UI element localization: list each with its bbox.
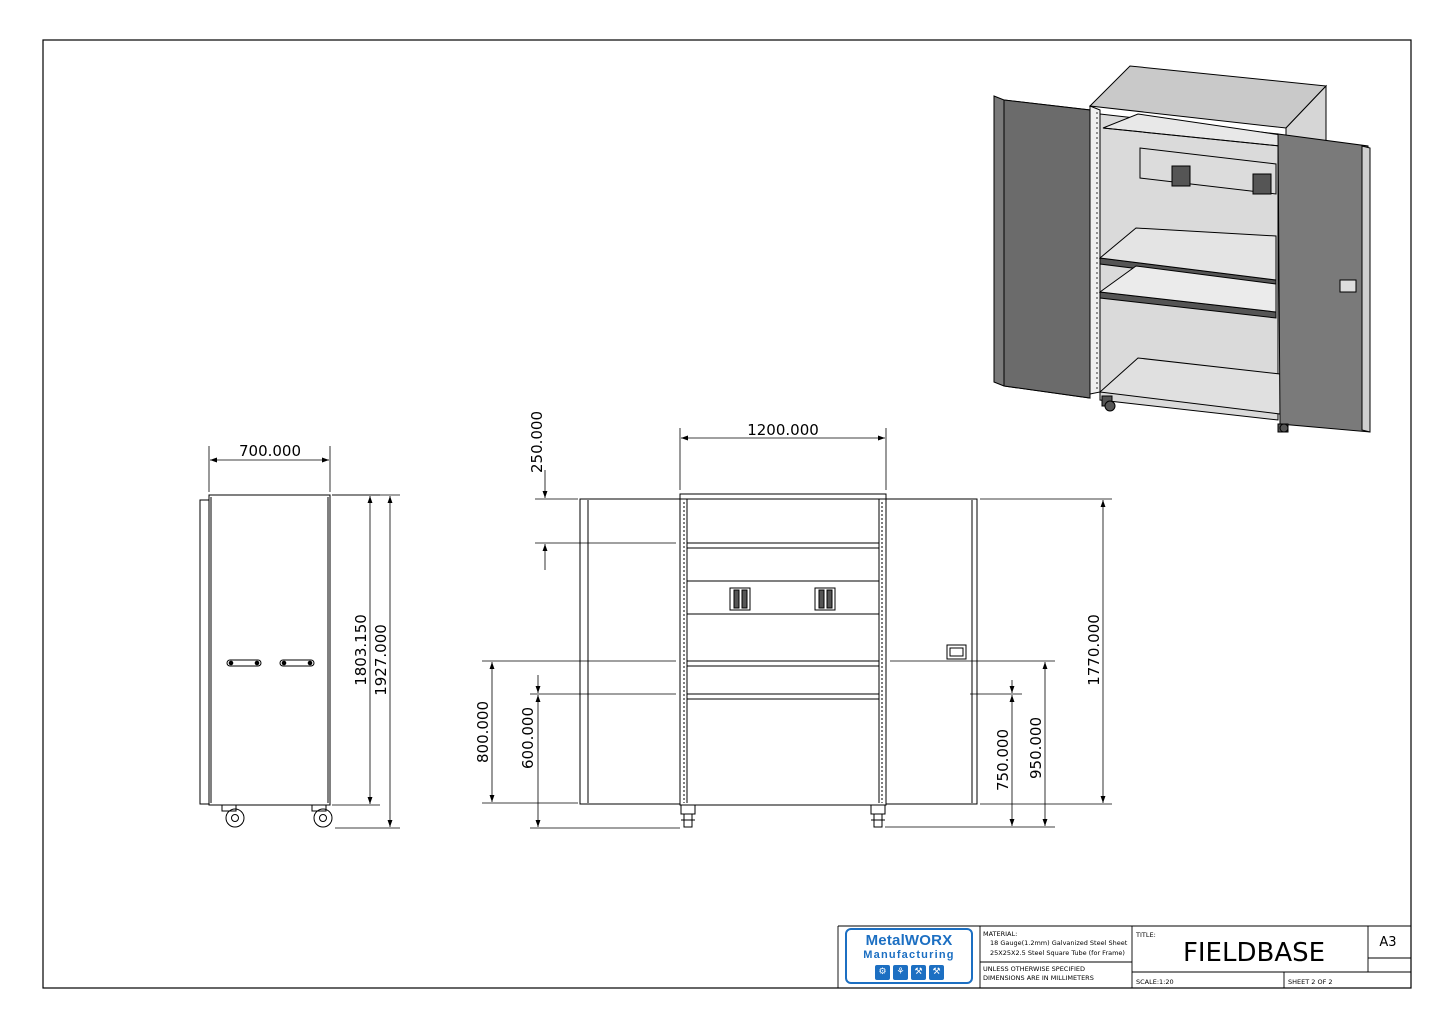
- isometric-view: [993, 65, 1371, 433]
- iso-latch: [1339, 279, 1357, 293]
- dim-door-height: 1770.000: [1085, 614, 1103, 686]
- front-dimensions: [482, 428, 1112, 829]
- company-logo: MetalWORX Manufacturing ⚙ ⚘ ⚒ ⚒: [845, 928, 973, 984]
- hinge-left: [729, 587, 751, 611]
- caster-left: [221, 804, 245, 828]
- sheet-size: A3: [1379, 935, 1396, 950]
- dim-front-width: 1200.000: [747, 421, 819, 439]
- dim-top-shelf-offset: 250.000: [528, 411, 546, 473]
- top-shelf: [686, 542, 880, 549]
- dim-door-handle-height: 750.000: [994, 729, 1012, 791]
- note-line-1: UNLESS OTHERWISE SPECIFIED: [983, 965, 1085, 973]
- side-dimensions: [208, 446, 400, 829]
- front-view: [579, 493, 978, 828]
- dim-side-total-height: 1927.000: [372, 624, 390, 696]
- dim-side-body-height: 1803.150: [352, 614, 370, 686]
- tools-icon: ⚒: [929, 965, 944, 980]
- grinding-icon: ⚒: [911, 965, 926, 980]
- title-block: [837, 925, 1411, 988]
- iso-casters: [1101, 395, 1289, 433]
- note-line-2: DIMENSIONS ARE IN MILLIMETERS: [983, 974, 1094, 982]
- front-caster-right: [870, 804, 886, 828]
- scale-label: SCALE:1:20: [1136, 978, 1174, 986]
- drawing-title: FIELDBASE: [1183, 938, 1325, 968]
- iso-rail: [1139, 147, 1277, 195]
- dim-shelf-b: 600.000: [519, 707, 537, 769]
- side-handle-right: [279, 659, 315, 667]
- worker-icon: ⚘: [893, 965, 908, 980]
- hinge-right: [814, 587, 836, 611]
- welding-icon: ⚙: [875, 965, 890, 980]
- side-handle-left: [226, 659, 262, 667]
- material-label: MATERIAL:: [983, 930, 1017, 938]
- dim-handle-height: 950.000: [1027, 717, 1045, 779]
- iso-shelf-2-top: [1098, 265, 1277, 313]
- logo-line-1: MetalWORX: [865, 932, 953, 949]
- sheet-number: SHEET 2 OF 2: [1288, 978, 1333, 986]
- logo-line-2: Manufacturing: [863, 949, 955, 961]
- iso-hinge-left: [1171, 165, 1191, 187]
- logo-icon-row: ⚙ ⚘ ⚒ ⚒: [875, 965, 944, 980]
- front-caster-left: [680, 804, 696, 828]
- dim-side-width: 700.000: [239, 442, 301, 460]
- middle-shelf: [686, 660, 880, 667]
- sheet-border: [42, 39, 1412, 989]
- iso-shelf-1-top: [1098, 227, 1277, 281]
- dim-shelf-a: 800.000: [474, 701, 492, 763]
- iso-inner-left: [1089, 105, 1101, 395]
- title-label: TITLE:: [1135, 931, 1156, 939]
- side-view: [199, 494, 333, 828]
- rail: [686, 580, 880, 615]
- left-door: [579, 498, 681, 805]
- lower-shelf: [686, 693, 880, 700]
- material-line-2: 25X25X2.5 Steel Square Tube (for Frame): [990, 949, 1125, 957]
- material-line-1: 18 Gauge(1.2mm) Galvanized Steel Sheet: [990, 939, 1128, 947]
- caster-right: [311, 804, 333, 828]
- iso-hinge-right: [1252, 173, 1272, 195]
- cabinet-body: [679, 493, 887, 806]
